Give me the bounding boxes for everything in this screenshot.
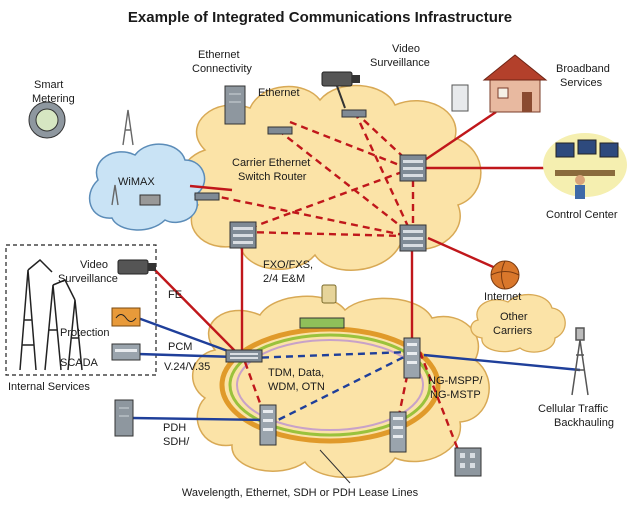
- broadband-house-icon: [451, 54, 548, 113]
- mspp-node-bottom-right: [389, 411, 407, 453]
- label-scada: SCADA: [60, 357, 99, 369]
- video-device-small: [341, 109, 367, 118]
- label-tdm-2: WDM, OTN: [268, 381, 325, 393]
- label-protection: Protection: [60, 327, 110, 339]
- label-video-surveillance-left-2: Surveillance: [58, 273, 118, 285]
- video-camera-left-icon: [117, 259, 156, 275]
- label-control-center: Control Center: [546, 209, 618, 221]
- internet-globe-icon: [490, 260, 520, 290]
- label-cellular-2: Backhauling: [554, 417, 614, 429]
- protection-device-icon: [111, 307, 141, 327]
- wimax-cpe-icon: [139, 194, 161, 206]
- label-v24: V.24/V.35: [164, 361, 210, 373]
- other-carriers-cloud: [470, 294, 566, 353]
- wavelength-ring-inner: [236, 339, 424, 431]
- ethernet-server-icon: [224, 85, 246, 125]
- label-lease-lines: Wavelength, Ethernet, SDH or PDH Lease L…: [182, 487, 419, 499]
- telephone-icon: [321, 284, 337, 304]
- smart-meter-icon: [28, 101, 66, 139]
- wavelength-ring-outer: [219, 326, 441, 444]
- label-ng-mspp: NG-MSPP/: [428, 375, 483, 387]
- label-broadband: Broadband: [556, 63, 610, 75]
- label-carrier-ethernet-2: Switch Router: [238, 171, 307, 183]
- ethernet-device-small: [267, 126, 293, 135]
- label-pdh: PDH: [163, 422, 186, 434]
- mspp-node-right: [403, 337, 421, 379]
- cellular-tower-icon: [571, 327, 589, 396]
- label-video-surveillance-left: Video: [80, 259, 108, 271]
- red-solid-links: [149, 111, 560, 353]
- mspp-node-left: [225, 349, 263, 363]
- lease-line-pointer: [319, 449, 351, 484]
- wimax-device-small: [194, 192, 220, 201]
- label-other-carriers-2: Carriers: [493, 325, 533, 337]
- label-video-surveillance-top: Video: [392, 43, 420, 55]
- label-pdh-2: SDH/: [163, 436, 190, 448]
- mspp-node-bottom-left: [259, 404, 277, 446]
- scada-device-icon: [111, 343, 141, 361]
- fxo-gateway-device: [299, 317, 345, 329]
- label-ethernet-connectivity-2: Connectivity: [192, 63, 252, 75]
- label-smart-metering-2: Metering: [32, 93, 75, 105]
- video-camera-top-icon: [321, 71, 360, 109]
- label-fxo: FXO/FXS,: [263, 259, 313, 271]
- label-cellular: Cellular Traffic: [538, 403, 609, 415]
- label-wimax: WiMAX: [118, 176, 155, 188]
- office-building-icon: [454, 447, 482, 477]
- label-internet: Internet: [484, 291, 521, 303]
- control-center-icon: [543, 133, 627, 199]
- label-broadband-2: Services: [560, 77, 603, 89]
- pdh-server-icon: [114, 399, 134, 437]
- label-internal-services: Internal Services: [8, 381, 90, 393]
- label-video-surveillance-top-2: Surveillance: [370, 57, 430, 69]
- carrier-switch-top-right: [399, 154, 427, 182]
- diagram-title: Example of Integrated Communications Inf…: [128, 9, 512, 26]
- label-ethernet-connectivity: Ethernet: [198, 49, 240, 61]
- label-tdm: TDM, Data,: [268, 367, 324, 379]
- label-ng-mspp-2: NG-MSTP: [430, 389, 481, 401]
- blue-dashed-links: [249, 350, 409, 427]
- label-other-carriers: Other: [500, 311, 528, 323]
- power-pylon-icon: [19, 258, 83, 371]
- label-pcm: PCM: [168, 341, 192, 353]
- label-ethernet: Ethernet: [258, 87, 300, 99]
- label-smart-metering: Smart: [34, 79, 63, 91]
- label-carrier-ethernet: Carrier Ethernet: [232, 157, 310, 169]
- label-fe: FE: [168, 289, 182, 301]
- wimax-tower-icon: [111, 109, 134, 206]
- carrier-switch-right: [399, 224, 427, 252]
- carrier-switch-left: [229, 221, 257, 249]
- wavelength-ring-middle: [228, 333, 432, 437]
- blue-solid-links: [131, 316, 581, 422]
- label-fxo-2: 2/4 E&M: [263, 273, 305, 285]
